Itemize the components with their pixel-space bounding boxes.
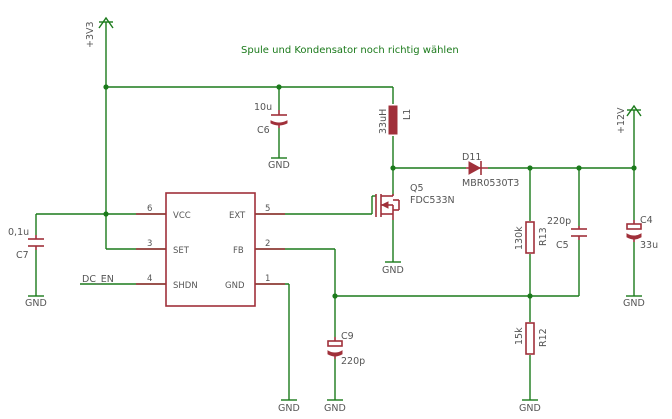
ground-r12: GND — [519, 399, 541, 414]
r13-value: 130k — [514, 226, 525, 250]
junction — [332, 293, 338, 299]
pin-gnd-label: GND — [225, 281, 245, 291]
r12-value: 15k — [514, 327, 525, 345]
c9-value: 220p — [341, 356, 365, 367]
junction — [103, 84, 109, 90]
pin-shdn-label: SHDN — [173, 281, 198, 291]
resistor-r12: 15k R12 — [514, 322, 549, 355]
ground-label: GND — [623, 298, 645, 309]
ground-q5: GND — [382, 261, 404, 276]
ground-c4: GND — [623, 295, 645, 309]
c4-value: 33u — [640, 240, 658, 251]
ground-label: GND — [382, 265, 404, 276]
ground-label: GND — [25, 298, 47, 309]
junction — [527, 293, 533, 299]
pin-number-6: 6 — [147, 204, 152, 214]
d11-name: D11 — [462, 152, 481, 163]
ground-label: GND — [519, 403, 541, 414]
capacitor-c9: C9 220p — [327, 331, 365, 367]
c6-name: C6 — [257, 125, 270, 136]
net-label-dc-en: DC_EN — [82, 274, 114, 285]
pin-number-1: 1 — [265, 274, 270, 284]
converter-ic: VCC SET SHDN EXT FB GND 6 3 4 5 2 1 — [136, 192, 285, 307]
pin-number-3: 3 — [147, 239, 152, 249]
pin-number-5: 5 — [265, 204, 270, 214]
capacitor-c5: 220p C5 — [547, 216, 587, 251]
d11-value: MBR0530T3 — [462, 178, 519, 189]
pin-set-label: SET — [173, 246, 190, 256]
ground-label: GND — [268, 160, 290, 171]
resistor-r13: 130k R13 — [514, 221, 549, 254]
capacitor-c6: 10u C6 — [254, 102, 288, 136]
design-note: Spule und Kondensator noch richtig wähle… — [241, 45, 459, 56]
pin-ext-label: EXT — [229, 211, 246, 221]
r12-name: R12 — [538, 328, 549, 347]
c7-value: 0,1u — [8, 227, 29, 238]
junction — [103, 211, 109, 217]
l1-name: L1 — [402, 109, 413, 120]
r13-name: R13 — [538, 227, 549, 246]
c9-name: C9 — [341, 331, 354, 342]
supply-3v3-label: +3V3 — [85, 21, 96, 48]
mosfet-q5: Q5 FDC533N — [375, 183, 455, 220]
pin-fb-label: FB — [233, 246, 244, 256]
junction — [631, 165, 637, 171]
supply-12v: +12V — [616, 104, 642, 134]
ground-label: GND — [278, 403, 300, 414]
pin-number-2: 2 — [265, 239, 270, 249]
l1-value: 33uH — [378, 109, 389, 134]
ground-label: GND — [324, 403, 346, 414]
wires — [35, 22, 635, 400]
c4-name: C4 — [640, 215, 653, 226]
inductor-l1: 33uH L1 — [378, 105, 413, 135]
pin-number-4: 4 — [147, 274, 152, 284]
pin-vcc-label: VCC — [173, 211, 191, 221]
ground-c7: GND — [25, 295, 47, 309]
junction — [576, 165, 582, 171]
ground-c6: GND — [268, 157, 290, 171]
junction — [527, 165, 533, 171]
supply-3v3: +3V3 — [85, 16, 114, 48]
c5-name: C5 — [556, 240, 569, 251]
supply-12v-label: +12V — [616, 107, 627, 134]
junctions — [103, 84, 637, 299]
diode-d11: D11 MBR0530T3 — [462, 152, 519, 189]
c7-name: C7 — [16, 250, 29, 261]
q5-value: FDC533N — [410, 195, 455, 206]
ground-ic: GND — [278, 399, 300, 414]
junction — [390, 165, 396, 171]
junction — [276, 84, 282, 90]
ground-c9: GND — [324, 399, 346, 414]
q5-name: Q5 — [410, 183, 424, 194]
c5-value: 220p — [547, 216, 571, 227]
capacitor-c7: 0,1u C7 — [8, 227, 44, 261]
c6-value: 10u — [254, 102, 272, 113]
capacitor-c4: C4 33u — [626, 215, 658, 251]
